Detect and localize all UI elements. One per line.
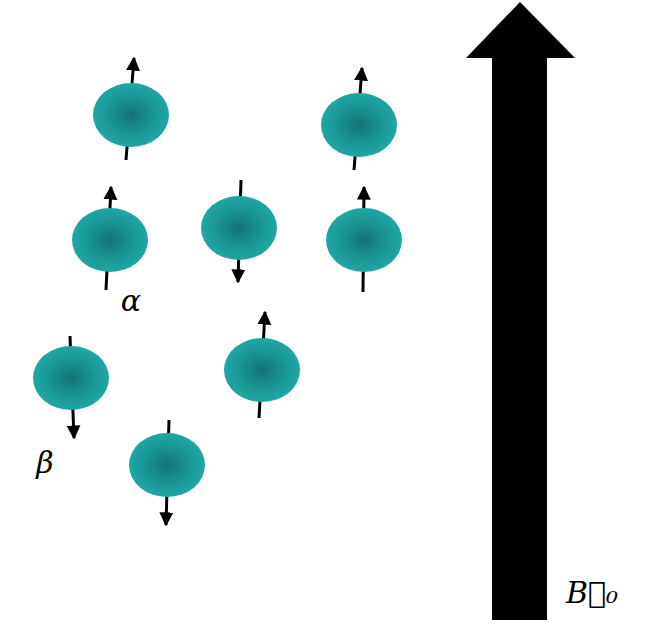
spin-up bbox=[93, 58, 169, 160]
spin-up bbox=[224, 312, 300, 418]
nucleus bbox=[129, 433, 205, 497]
field-arrow-shaft bbox=[492, 55, 547, 620]
spin-down bbox=[33, 336, 109, 438]
nucleus bbox=[224, 338, 300, 402]
nucleus bbox=[201, 196, 277, 260]
spin-up bbox=[72, 187, 148, 290]
nucleus bbox=[33, 346, 109, 410]
field-label: B⃗₀ bbox=[566, 576, 618, 609]
spin-up bbox=[321, 68, 397, 170]
nucleus bbox=[321, 93, 397, 157]
field-arrow bbox=[466, 2, 575, 620]
spin-down bbox=[129, 420, 205, 525]
spin-up bbox=[326, 187, 402, 292]
spin-down bbox=[201, 180, 277, 282]
nucleus bbox=[93, 83, 169, 147]
field-arrow-head bbox=[466, 2, 575, 58]
spin-state-label: α bbox=[121, 284, 141, 317]
spin-state-label: β bbox=[36, 446, 53, 479]
nucleus bbox=[326, 208, 402, 272]
nucleus bbox=[72, 208, 148, 272]
